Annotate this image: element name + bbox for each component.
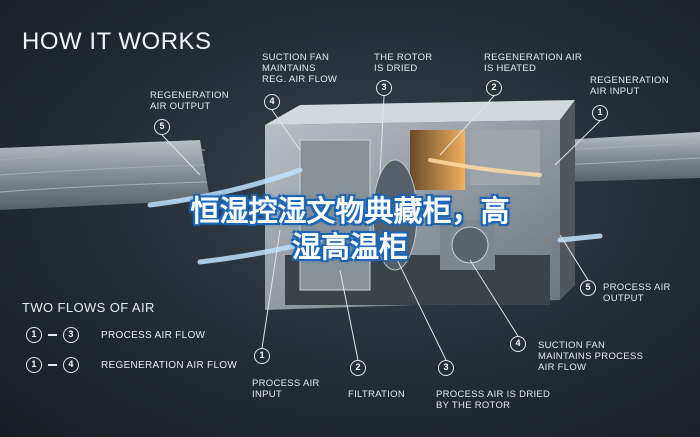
callout-3-top-icon: 3: [376, 80, 392, 96]
callout-regeneration-air-output-label: REGENERATION AIR OUTPUT: [150, 90, 229, 112]
dehumidifier-cabinet: [265, 100, 575, 310]
legend-from-icon: 1: [26, 327, 42, 343]
legend-dash: [48, 334, 57, 336]
callout-regeneration-heated-label: REGENERATION AIR IS HEATED: [484, 52, 583, 74]
legend-label: PROCESS AIR FLOW: [101, 329, 206, 341]
callout-2-top-icon: 2: [486, 80, 502, 96]
callout-1-bottom-icon: 1: [254, 348, 270, 364]
callout-2-bottom-icon: 2: [350, 360, 366, 376]
legend-row-regeneration: 1 4 REGENERATION AIR FLOW: [26, 357, 237, 373]
callout-5-top-icon: 5: [154, 119, 170, 135]
callout-regeneration-air-input-label: REGENERATION AIR INPUT: [590, 75, 669, 97]
regeneration-air-input-duct: [559, 132, 700, 182]
callout-process-air-input-label: PROCESS AIR INPUT: [252, 378, 320, 400]
legend-to-icon: 4: [63, 357, 79, 373]
callout-filtration-label: FILTRATION: [348, 389, 406, 400]
suction-fan: [451, 226, 489, 264]
regeneration-air-output-duct: [0, 140, 210, 210]
callout-process-air-output-label: PROCESS AIR OUTPUT: [603, 282, 671, 304]
callout-4-top-icon: 4: [264, 94, 280, 110]
legend-title: TWO FLOWS OF AIR: [22, 300, 155, 315]
callout-process-air-dried-label: PROCESS AIR IS DRIED BY THE ROTOR: [436, 389, 551, 411]
callout-3-bottom-icon: 3: [438, 360, 454, 376]
leader-lines: [161, 95, 601, 361]
callout-suction-fan-process-label: SUCTION FAN MAINTAINS PROCESS AIR FLOW: [538, 340, 644, 373]
callout-4-bottom-icon: 4: [510, 336, 526, 352]
overlay-headline-line-1: 恒湿控湿文物典藏柜，高: [190, 194, 510, 228]
legend-to-icon: 3: [63, 327, 79, 343]
legend-from-icon: 1: [26, 357, 42, 373]
callout-rotor-dried-label: THE ROTOR IS DRIED: [374, 52, 433, 74]
callout-1-top-icon: 1: [592, 105, 608, 121]
legend-dash: [48, 364, 57, 366]
callout-suction-fan-reg-label: SUCTION FAN MAINTAINS REG. AIR FLOW: [262, 52, 338, 85]
page-title: HOW IT WORKS: [22, 28, 212, 55]
rotor: [372, 159, 418, 271]
overlay-headline-line-2: 湿高温柜: [291, 230, 408, 264]
callout-5-bottom-icon: 5: [580, 280, 596, 296]
legend-row-process: 1 3 PROCESS AIR FLOW: [26, 327, 205, 343]
legend-label: REGENERATION AIR FLOW: [101, 359, 238, 371]
